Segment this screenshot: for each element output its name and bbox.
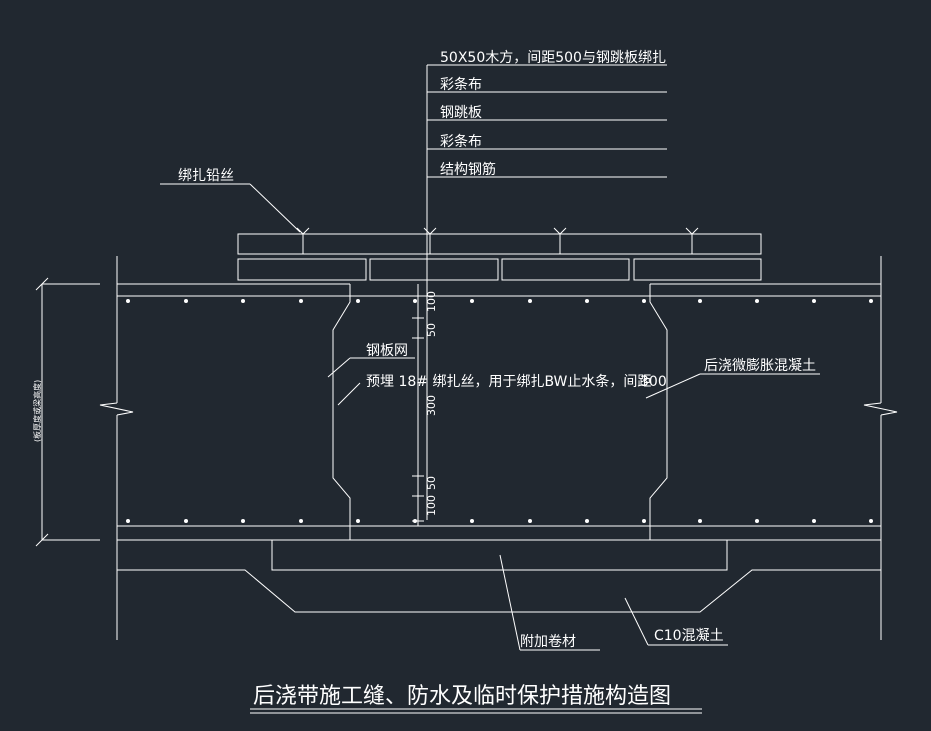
- slab-outline: [99, 256, 898, 640]
- rebar-dots-top: [126, 299, 873, 303]
- top-timber-plank: [237, 227, 762, 255]
- embedded-wire-note: 预埋 18# 绑扎丝，用于绑扎BW止水条，间距: [366, 373, 651, 390]
- extra-membrane-label: 附加卷材: [520, 634, 576, 650]
- dim-100-bottom: 100: [425, 495, 438, 516]
- steel-mesh-label: 钢板网: [366, 343, 408, 359]
- layer-label-tarp-2: 彩条布: [440, 133, 482, 150]
- tie-wire-label: 绑扎铅丝: [178, 168, 234, 184]
- c10-concrete-leader: [624, 597, 728, 646]
- tie-wire-leader: [160, 183, 301, 233]
- rebar-dots-bottom: [126, 519, 873, 523]
- layer-leader-stack: [426, 64, 667, 520]
- dim-50-bottom: 50: [425, 476, 438, 490]
- layer-label-rebar: 结构钢筋: [440, 161, 496, 178]
- layer-label-timber: 50X50木方，间距500与钢跳板绑扎: [440, 50, 666, 66]
- post-cast-concrete-label: 后浇微膨胀混凝土: [704, 357, 816, 374]
- dim-50-top: 50: [425, 323, 438, 337]
- title-underline: [250, 708, 702, 714]
- dim-300-right: 300: [640, 374, 667, 390]
- steel-mesh-leader: [327, 357, 415, 378]
- extra-membrane-leader: [499, 554, 600, 651]
- left-dimension: [35, 277, 100, 547]
- layer-label-tarp-1: 彩条布: [440, 76, 482, 93]
- left-dimension-label: (板厚度或梁高度): [32, 380, 42, 442]
- dim-100-top: 100: [425, 291, 438, 312]
- dim-300-center: 300: [425, 395, 438, 416]
- embedded-wire-leader: [337, 382, 361, 406]
- layer-label-steel-plank: 钢跳板: [440, 105, 482, 121]
- drawing-title: 后浇带施工缝、防水及临时保护措施构造图: [253, 684, 671, 709]
- post-cast-concrete-leader: [645, 373, 820, 399]
- bottom-layers: [117, 539, 881, 613]
- center-dimension-chain: [412, 284, 424, 526]
- c10-concrete-label: C10混凝土: [654, 628, 724, 644]
- steel-plank-segments: [237, 258, 762, 281]
